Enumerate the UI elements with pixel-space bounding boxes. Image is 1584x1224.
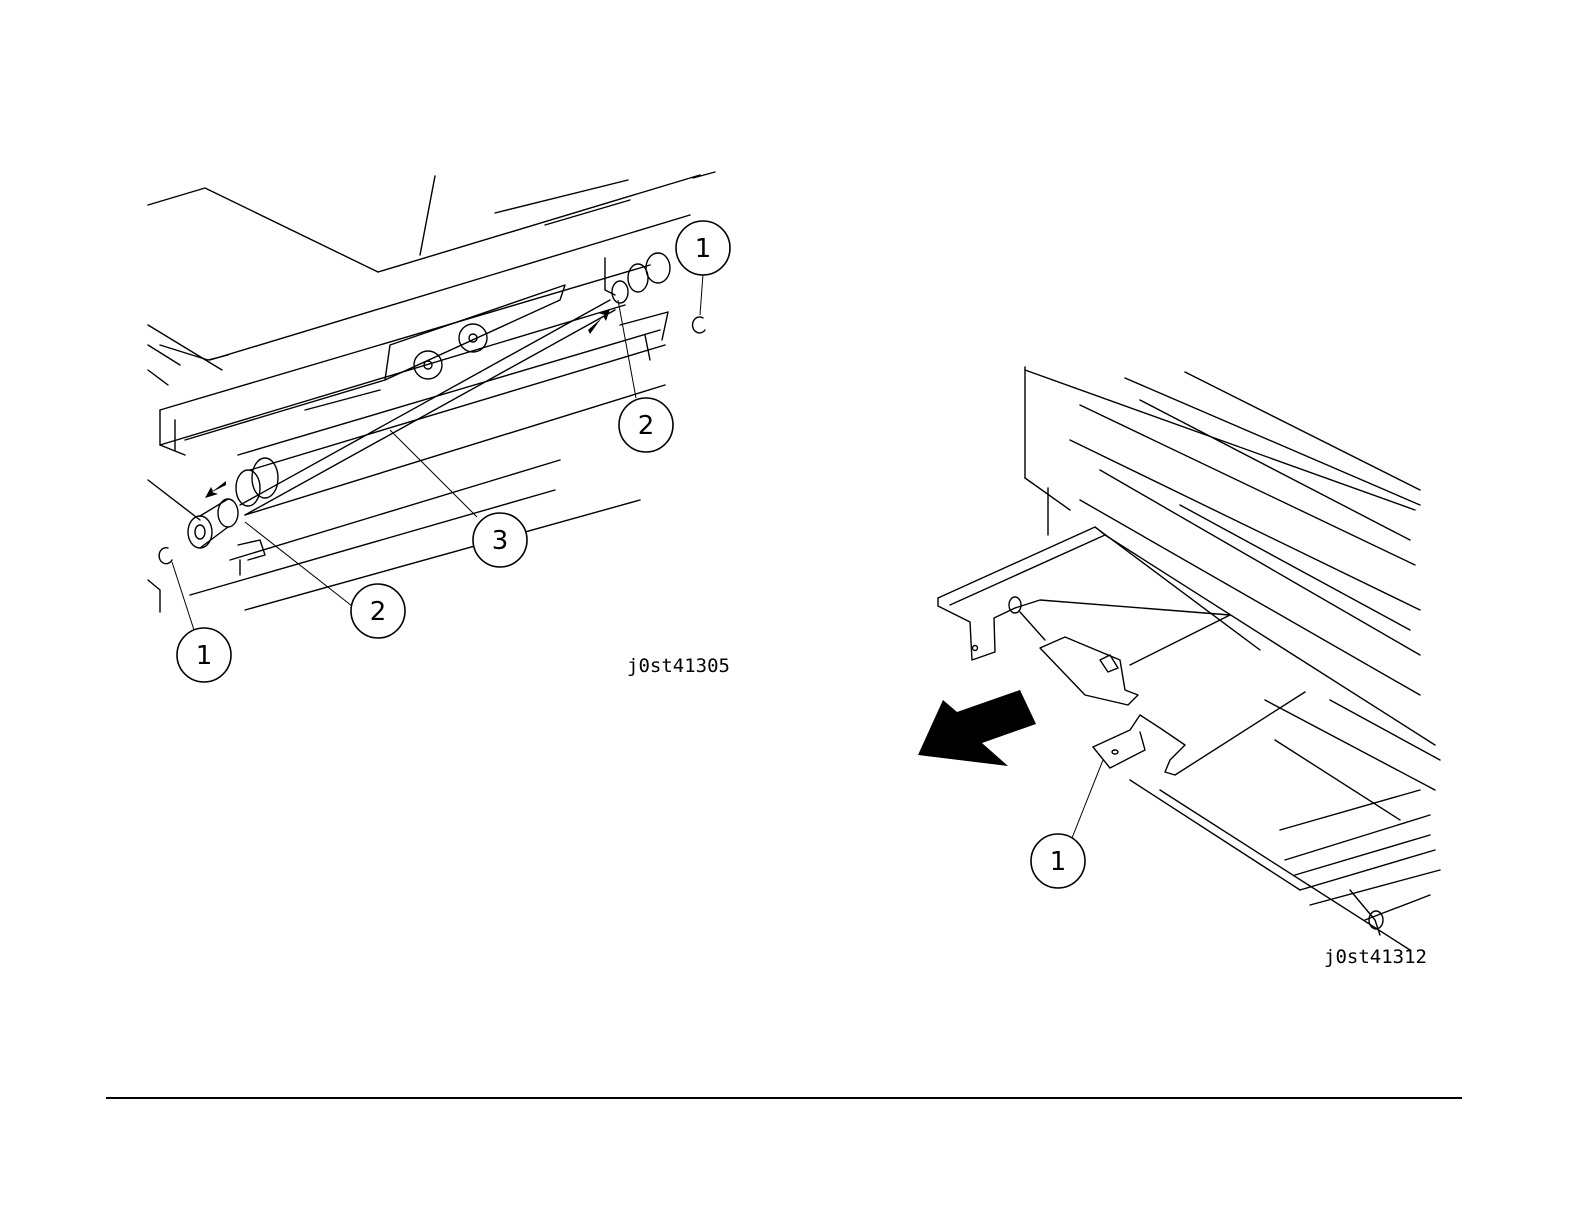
svg-text:1: 1 <box>1050 847 1067 877</box>
callout-2-bottom-left: 2 <box>351 584 405 638</box>
callout-2-top-right: 2 <box>619 398 673 452</box>
callout-3-shaft: 3 <box>473 513 527 567</box>
figure-id-left: j0st41305 <box>627 655 730 677</box>
svg-text:2: 2 <box>370 597 387 627</box>
figure-right-illustration <box>918 367 1440 950</box>
svg-text:1: 1 <box>196 641 213 671</box>
callout-1-bottom-left: 1 <box>177 628 231 682</box>
svg-text:2: 2 <box>638 411 655 441</box>
callout-1-bracket: 1 <box>1031 834 1085 888</box>
figure-left-illustration <box>148 172 715 630</box>
svg-text:3: 3 <box>492 526 509 556</box>
svg-text:1: 1 <box>695 234 712 264</box>
callout-1-top-right: 1 <box>676 221 730 275</box>
figure-id-right: j0st41312 <box>1324 946 1427 968</box>
